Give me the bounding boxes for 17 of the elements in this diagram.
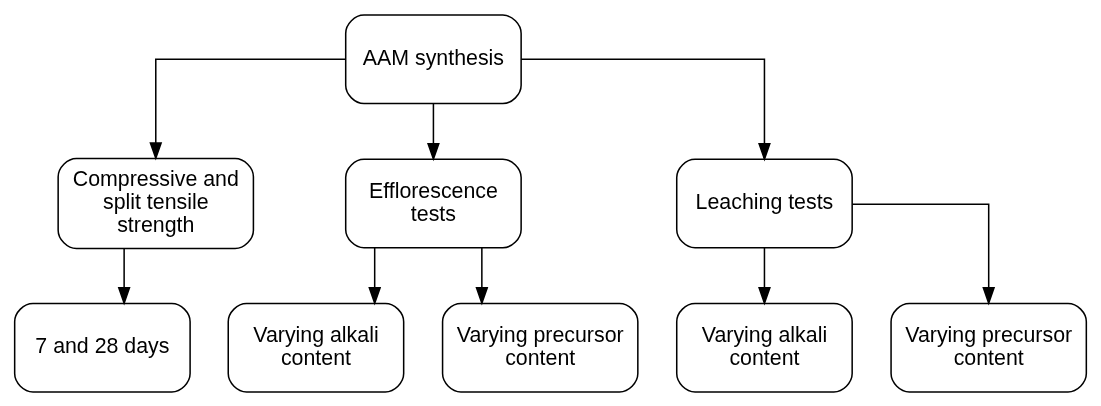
- arrow: [475, 246, 489, 305]
- arrow: [758, 246, 771, 305]
- node-box: Varying alkali content: [227, 302, 405, 393]
- arrow: [851, 203, 996, 305]
- node-box: AAM synthesis: [344, 13, 522, 104]
- node-box: Leaching tests: [675, 158, 853, 248]
- arrow: [117, 247, 131, 305]
- node-box: Efflorescence tests: [344, 158, 522, 248]
- arrow: [368, 246, 382, 305]
- node-box: Varying precursor content: [441, 302, 639, 393]
- node-box: Varying precursor content: [890, 302, 1088, 393]
- node-box: Compressive and split tensile strength: [57, 157, 255, 249]
- arrow: [427, 102, 440, 161]
- arrow: [149, 58, 347, 161]
- arrow: [520, 58, 771, 161]
- node-box: Varying alkali content: [675, 302, 853, 393]
- node-box: 7 and 28 days: [13, 302, 191, 393]
